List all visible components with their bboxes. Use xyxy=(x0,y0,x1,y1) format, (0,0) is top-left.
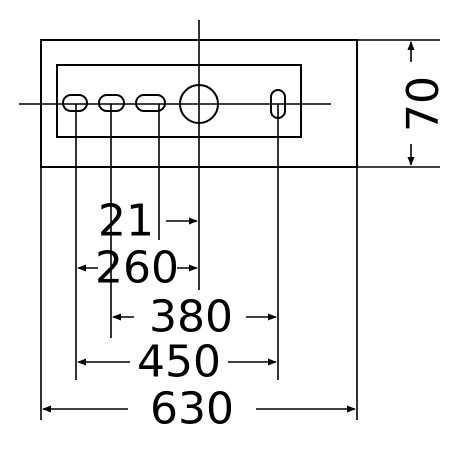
inner-panel xyxy=(56,64,302,138)
slot-hole-3 xyxy=(135,94,166,112)
dim-label-380: 380 xyxy=(149,292,233,343)
dim-label-260: 260 xyxy=(95,243,179,294)
dim-label-21: 21 xyxy=(98,196,154,247)
dim-label-70: 70 xyxy=(398,76,449,132)
dim-label-450: 450 xyxy=(137,337,221,388)
large-round-hole xyxy=(179,84,219,124)
slot-hole-1 xyxy=(62,94,88,112)
dim-label-630: 630 xyxy=(150,384,234,435)
